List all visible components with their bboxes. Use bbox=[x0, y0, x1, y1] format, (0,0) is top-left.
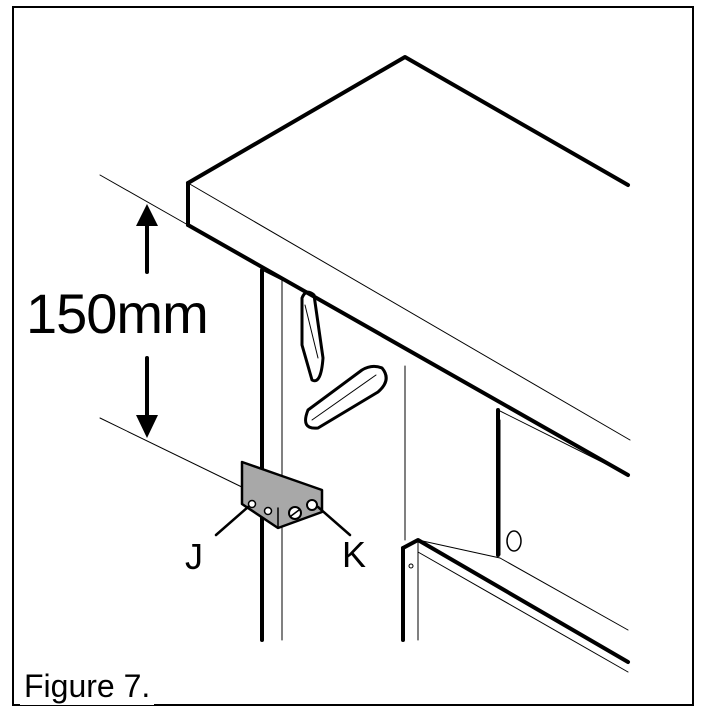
callout-j: J bbox=[185, 536, 203, 577]
leader-lines bbox=[214, 505, 352, 537]
dimension-reference-lines bbox=[99, 174, 249, 491]
front-leg bbox=[260, 268, 283, 642]
side-panel bbox=[404, 365, 629, 557]
lower-panel bbox=[401, 538, 630, 673]
figure-caption: Figure 7. bbox=[20, 667, 155, 705]
table-top bbox=[186, 55, 631, 477]
dimension-arrow bbox=[136, 204, 158, 438]
figure-frame bbox=[12, 6, 694, 706]
dimension-label: 150mm bbox=[26, 282, 209, 345]
callout-k: K bbox=[342, 534, 367, 575]
leg-slots bbox=[300, 290, 388, 430]
